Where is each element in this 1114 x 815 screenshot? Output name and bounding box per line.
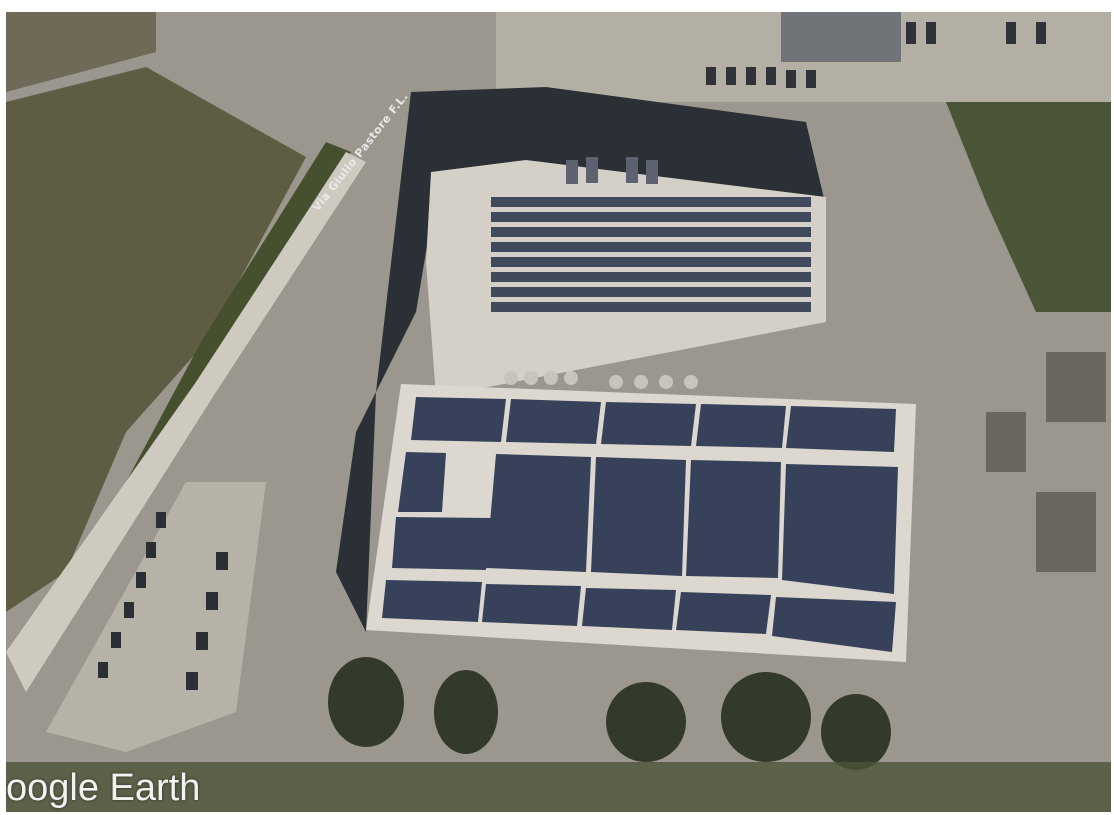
solar-arrays [382,397,898,652]
road [6,152,366,692]
google-earth-watermark: oogle Earth [6,767,201,809]
aerial-image: Via Giulio Pastore F.L. [6,12,1111,812]
satellite-map-view[interactable]: Via Giulio Pastore F.L. [6,12,1111,812]
field [6,67,306,612]
tree-line [126,142,351,482]
